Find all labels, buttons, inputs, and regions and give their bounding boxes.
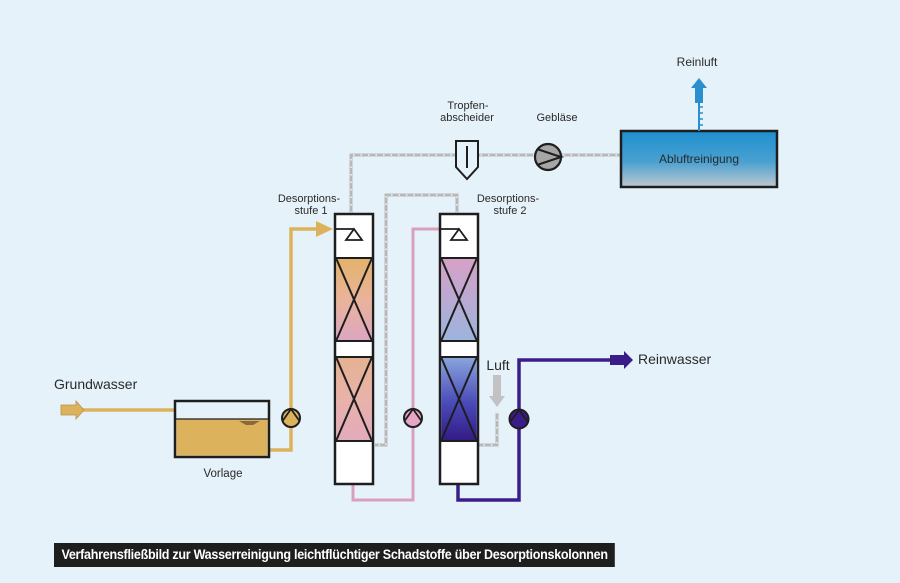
spray-nozzle-icon (440, 227, 469, 241)
label-desorption-1-line1: Desorptions- (278, 193, 341, 205)
air-line-col2-to-col1 (375, 193, 459, 447)
desorption-column-2 (438, 212, 480, 486)
water-level-icon (239, 421, 260, 425)
label-abluftreinigung: Abluftreinigung (659, 152, 739, 166)
groundwater-inlet-arrow (60, 399, 85, 421)
label-vorlage: Vorlage (203, 468, 242, 480)
label-tropfen-line2: abscheider (440, 112, 494, 124)
desorption-column-1 (333, 212, 375, 486)
clean-air-outlet (691, 78, 707, 131)
exhaust-line (349, 153, 620, 213)
label-geblaese: Gebläse (537, 112, 578, 124)
label-desorption-1-line2: stufe 1 (294, 205, 327, 217)
clean-water-line (456, 358, 612, 502)
blower-icon (533, 142, 565, 172)
pump-feed-icon (281, 407, 301, 428)
label-desorption-2-line1: Desorptions- (477, 193, 540, 205)
spray-nozzle-icon (335, 227, 364, 241)
label-grundwasser: Grundwasser (54, 376, 138, 392)
vorlage-tank (173, 399, 271, 459)
pump-intermediate-icon (403, 407, 423, 428)
clean-water-outlet-arrow (610, 351, 633, 369)
air-inlet-arrow (489, 375, 505, 407)
label-tropfen-line1: Tropfen- (447, 100, 489, 112)
figure-caption: Verfahrensfließbild zur Wasserreinigung … (54, 543, 616, 567)
droplet-separator-icon (455, 140, 479, 181)
intermediate-water-line (351, 227, 440, 502)
label-reinwasser: Reinwasser (638, 351, 711, 367)
groundwater-lines (82, 227, 318, 452)
air-lines (349, 153, 620, 447)
label-luft: Luft (486, 357, 509, 373)
label-reinluft: Reinluft (677, 55, 718, 69)
exhaust-air-treatment-unit (619, 129, 779, 189)
pump-clean-water-icon (508, 408, 530, 430)
label-desorption-2-line2: stufe 2 (493, 205, 526, 217)
clean-air-arrow (691, 78, 707, 103)
air-inlet-line (476, 413, 499, 447)
column1-inlet-arrowhead (316, 221, 333, 237)
